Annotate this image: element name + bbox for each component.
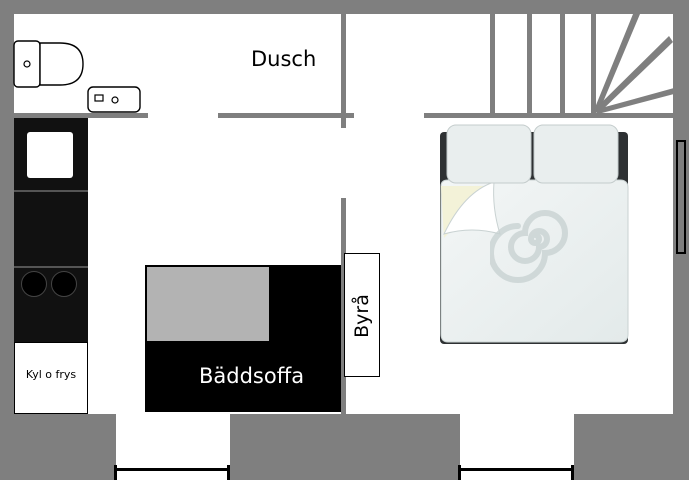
double-bed [440, 124, 629, 344]
spiral-watermark-icon [490, 210, 568, 283]
kitchen-sink [27, 132, 73, 178]
bathroom-wall-right-segment [218, 113, 354, 118]
counter-divider [14, 266, 88, 268]
window-right-wall-top [676, 140, 686, 142]
window-right-wall [676, 140, 686, 254]
stair-wall-segment [424, 113, 673, 118]
fridge-label: Kyl o frys [25, 368, 77, 381]
toilet-icon [13, 40, 84, 88]
sofa-bed-seat [147, 267, 269, 341]
door-right-threshold [458, 465, 574, 480]
door-right-threshold-line [458, 468, 574, 471]
shower-label: Dusch [251, 47, 317, 71]
dresser [344, 253, 380, 377]
partition-wall-upper [341, 14, 346, 128]
sink-icon [87, 86, 141, 113]
fridge [14, 342, 88, 414]
stove-burner-icon [51, 271, 77, 297]
staircase [490, 14, 674, 114]
bathroom-wall-left-segment [14, 113, 148, 118]
door-left-threshold-line [114, 468, 230, 471]
counter-divider [14, 190, 88, 192]
partition-wall-lower [341, 198, 346, 414]
sofa-bed-label: Bäddsoffa [199, 364, 305, 388]
stove-burner-icon [21, 271, 47, 297]
window-right-wall-bottom [676, 252, 686, 254]
dresser-label: Byrå [351, 294, 373, 338]
door-left-threshold [114, 465, 230, 480]
